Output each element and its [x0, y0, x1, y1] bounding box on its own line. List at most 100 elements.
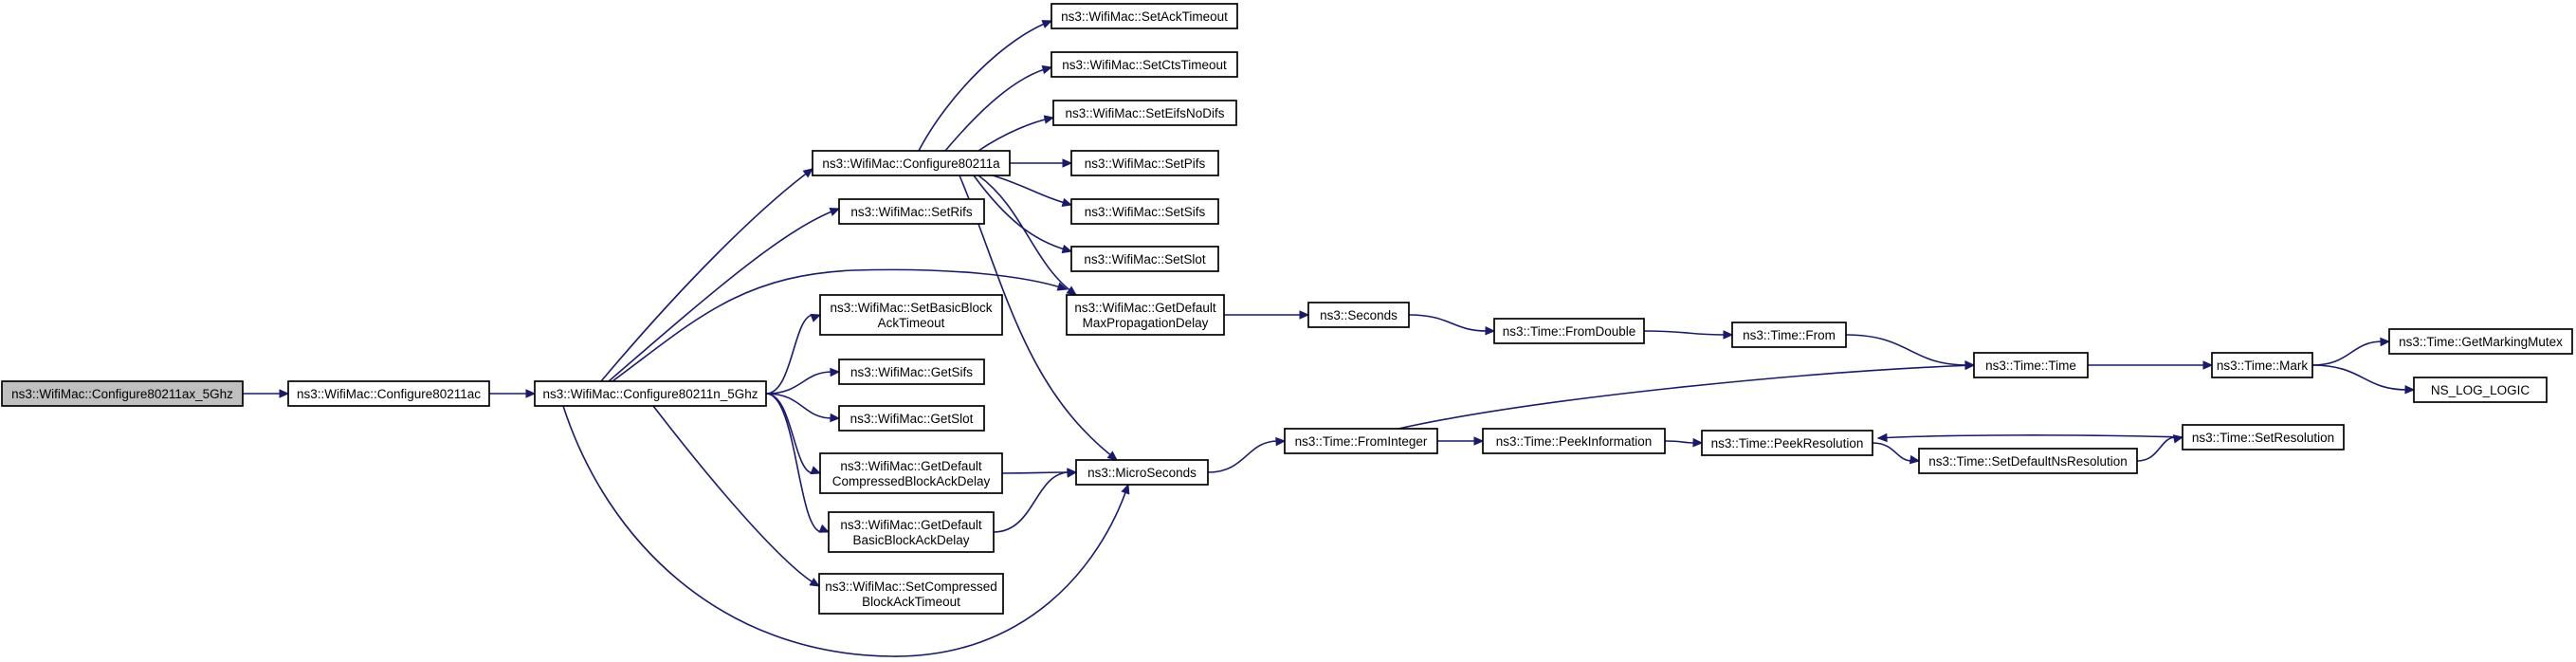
node-timeFrom[interactable]: ns3::Time::From — [1731, 322, 1847, 348]
node-getSlot[interactable]: ns3::WifiMac::GetSlot — [838, 405, 985, 432]
node-label: ns3::WifiMac::GetSifs — [850, 365, 973, 379]
edge-n5-to-getDefaultMaxProp-arrowhead — [1056, 282, 1069, 291]
edge-n5-to-setRifs-arrowhead — [829, 207, 841, 216]
node-label: ns3::WifiMac::GetDefault — [840, 459, 982, 473]
node-setCompressedTimeout[interactable]: ns3::WifiMac::SetCompressedBlockAckTimeo… — [818, 573, 1004, 615]
node-setSifs[interactable]: ns3::WifiMac::SetSifs — [1070, 198, 1219, 225]
node-root[interactable]: ns3::WifiMac::Configure80211ax_5Ghz — [1, 380, 244, 407]
node-label: ns3::WifiMac::SetCtsTimeout — [1062, 58, 1227, 72]
node-box[interactable] — [819, 294, 1003, 336]
node-box[interactable] — [1973, 352, 2089, 378]
edge-fromDouble-to-timeFrom-arrowhead — [1723, 330, 1734, 340]
node-box[interactable] — [1075, 459, 1209, 486]
node-box[interactable] — [2413, 377, 2548, 403]
node-label: AckTimeout — [878, 316, 945, 330]
node-label: ns3::WifiMac::SetBasicBlock — [830, 301, 992, 315]
edge-seconds-to-fromDouble-arrowhead — [1485, 325, 1496, 336]
edge-a-to-setAckTimeout — [918, 20, 1052, 152]
node-box[interactable] — [818, 573, 1004, 615]
node-getMarkingMutex[interactable]: ns3::Time::GetMarkingMutex — [2388, 328, 2573, 355]
node-label: ns3::WifiMac::SetSifs — [1085, 205, 1206, 219]
node-fromDouble[interactable]: ns3::Time::FromDouble — [1493, 318, 1645, 344]
node-box[interactable] — [1066, 294, 1225, 336]
node-setCtsTimeout[interactable]: ns3::WifiMac::SetCtsTimeout — [1050, 51, 1238, 78]
node-box[interactable] — [1284, 428, 1438, 454]
node-box[interactable] — [1, 380, 244, 407]
edge-n5-to-getDefaultBasic — [765, 393, 823, 533]
node-getDefaultBasic[interactable]: ns3::WifiMac::GetDefaultBasicBlockAckDel… — [828, 511, 995, 553]
node-box[interactable] — [1070, 198, 1219, 225]
node-getDefaultMaxProp[interactable]: ns3::WifiMac::GetDefaultMaxPropagationDe… — [1066, 294, 1225, 336]
edge-n5-to-setRifs — [608, 208, 840, 382]
edge-fromInteger-to-timeTime — [1398, 364, 1975, 430]
node-box[interactable] — [1701, 430, 1873, 456]
node-label: ns3::WifiMac::GetDefault — [840, 518, 982, 532]
edge-a-to-microSeconds-arrowhead — [1106, 451, 1118, 461]
node-box[interactable] — [1070, 246, 1219, 272]
edges-layer — [243, 20, 2416, 657]
node-getDefaultCompressed[interactable]: ns3::WifiMac::GetDefaultCompressedBlockA… — [819, 452, 1003, 494]
node-seconds[interactable]: ns3::Seconds — [1307, 302, 1410, 328]
node-nsLogLogic[interactable]: NS_LOG_LOGIC — [2413, 377, 2548, 403]
edge-timeMark-to-nsLogLogic — [2311, 364, 2408, 391]
node-box[interactable] — [2182, 424, 2345, 451]
node-microSeconds[interactable]: ns3::MicroSeconds — [1075, 459, 1209, 486]
node-box[interactable] — [1731, 322, 1847, 348]
edge-a-to-getDefaultMaxProp — [977, 175, 1077, 296]
node-box[interactable] — [1070, 150, 1219, 176]
node-a[interactable]: ns3::WifiMac::Configure80211a — [812, 150, 1011, 176]
node-box[interactable] — [1493, 318, 1645, 344]
edge-getDefaultBasic-to-microSeconds — [993, 471, 1070, 533]
node-label: ns3::Time::Mark — [2217, 359, 2309, 373]
node-label: ns3::WifiMac::GetDefault — [1074, 301, 1216, 315]
node-label: ns3::Time::SetResolution — [2192, 431, 2334, 445]
node-getSifs[interactable]: ns3::WifiMac::GetSifs — [838, 359, 985, 385]
node-box[interactable] — [1050, 3, 1238, 29]
node-peekInformation[interactable]: ns3::Time::PeekInformation — [1482, 428, 1666, 454]
node-setAckTimeout[interactable]: ns3::WifiMac::SetAckTimeout — [1050, 3, 1238, 29]
node-box[interactable] — [287, 380, 490, 407]
node-label: ns3::MicroSeconds — [1087, 466, 1197, 480]
node-box[interactable] — [819, 452, 1003, 494]
edge-a-to-setCtsTimeout-arrowhead — [1041, 64, 1053, 75]
node-box[interactable] — [838, 405, 985, 432]
node-setRifs[interactable]: ns3::WifiMac::SetRifs — [838, 198, 985, 225]
edge-getDefaultBasic-to-microSeconds-arrowhead — [1067, 469, 1078, 478]
node-box[interactable] — [838, 359, 985, 385]
node-label: MaxPropagationDelay — [1083, 316, 1209, 330]
node-box[interactable] — [534, 380, 767, 407]
edge-n5-to-a-arrowhead — [802, 168, 813, 178]
node-peekResolution[interactable]: ns3::Time::PeekResolution — [1701, 430, 1873, 456]
node-label: CompressedBlockAckDelay — [832, 474, 991, 488]
edge-n5-to-getSlot-arrowhead — [830, 413, 841, 423]
edge-fromInteger-to-timeTime-arrowhead — [1964, 360, 1976, 371]
node-fromInteger[interactable]: ns3::Time::FromInteger — [1284, 428, 1438, 454]
node-setPifs[interactable]: ns3::WifiMac::SetPifs — [1070, 150, 1219, 176]
edge-timeMark-to-getMarkingMutex — [2311, 340, 2384, 366]
node-box[interactable] — [2211, 352, 2313, 378]
node-box[interactable] — [1052, 100, 1237, 126]
node-box[interactable] — [838, 198, 985, 225]
edge-timeMark-to-nsLogLogic-arrowhead — [2404, 384, 2416, 395]
node-setSlot[interactable]: ns3::WifiMac::SetSlot — [1070, 246, 1219, 272]
node-box[interactable] — [1918, 448, 2138, 474]
node-setEifsNoDifs[interactable]: ns3::WifiMac::SetEifsNoDifs — [1052, 100, 1237, 126]
node-box[interactable] — [1482, 428, 1666, 454]
edge-microSeconds-to-fromInteger-arrowhead — [1275, 436, 1287, 447]
node-box[interactable] — [828, 511, 995, 553]
node-ac[interactable]: ns3::WifiMac::Configure80211ac — [287, 380, 490, 407]
node-box[interactable] — [1050, 51, 1238, 78]
node-box[interactable] — [812, 150, 1011, 176]
node-n5[interactable]: ns3::WifiMac::Configure80211n_5Ghz — [534, 380, 767, 407]
node-timeMark[interactable]: ns3::Time::Mark — [2211, 352, 2313, 378]
node-box[interactable] — [1307, 302, 1410, 328]
node-setDefaultNsResolution[interactable]: ns3::Time::SetDefaultNsResolution — [1918, 448, 2138, 474]
edge-a-to-setSifs-arrowhead — [1061, 197, 1073, 208]
node-box[interactable] — [2388, 328, 2573, 355]
node-label: ns3::WifiMac::Configure80211a — [822, 156, 1000, 171]
node-timeTime[interactable]: ns3::Time::Time — [1973, 352, 2089, 378]
node-label: ns3::WifiMac::GetSlot — [850, 412, 974, 426]
node-setResolution[interactable]: ns3::Time::SetResolution — [2182, 424, 2345, 451]
